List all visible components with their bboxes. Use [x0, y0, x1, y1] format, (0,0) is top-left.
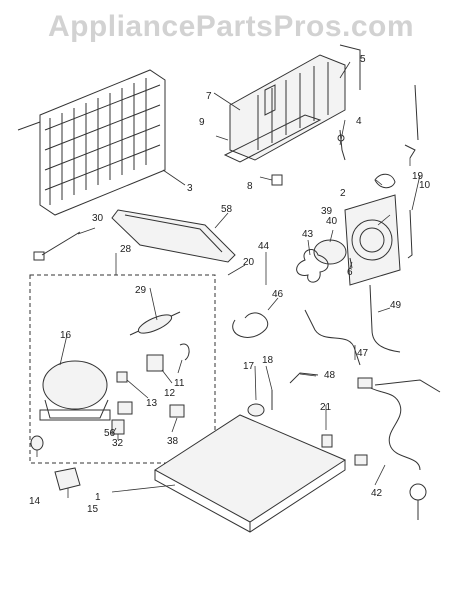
callout-15: 15: [87, 504, 99, 515]
callout-1: 1: [95, 492, 101, 503]
fan-motor: [296, 239, 353, 283]
filter-drier: [129, 311, 181, 336]
callout-2: 2: [340, 188, 346, 199]
callout-labels: 1 2 3 4 5 6 7 8 9 10 11 12 13 14 15 16 1…: [29, 54, 431, 515]
callout-19: 19: [412, 171, 424, 182]
relay-parts: [111, 343, 190, 435]
tubing: [232, 284, 401, 366]
callout-29: 29: [135, 285, 147, 296]
callout-43: 43: [302, 229, 314, 240]
callout-30: 30: [92, 213, 104, 224]
callout-20: 20: [243, 257, 255, 268]
hardware: [247, 372, 333, 448]
compressor-kit-box: [29, 274, 216, 464]
callout-11: 11: [174, 378, 185, 389]
watermark-text: AppliancePartsPros.com: [47, 10, 415, 43]
callout-48: 48: [324, 370, 336, 381]
compressor: [39, 360, 111, 421]
callout-42: 42: [371, 488, 383, 499]
callout-39: 39: [321, 206, 333, 217]
callout-14: 14: [29, 496, 41, 507]
callout-13: 13: [146, 398, 158, 409]
callout-7: 7: [206, 91, 212, 102]
small-clips: [271, 144, 416, 189]
callout-38: 38: [167, 436, 179, 447]
condenser-coil: [17, 69, 166, 216]
sensor-wires: [337, 84, 419, 161]
drain-pan: [111, 209, 236, 263]
callout-16: 16: [60, 330, 72, 341]
callout-4: 4: [356, 116, 362, 127]
base-pan: [154, 414, 347, 533]
callout-8: 8: [247, 181, 253, 192]
callout-47: 47: [357, 348, 369, 359]
callout-10: 10: [419, 180, 431, 191]
start-device: [30, 435, 81, 491]
callout-40: 40: [326, 216, 338, 227]
callout-49: 49: [390, 300, 402, 311]
fan-shroud: [344, 194, 413, 286]
callout-6: 6: [347, 267, 353, 278]
callout-44: 44: [258, 241, 270, 252]
wire-harness: [354, 377, 441, 520]
callout-58: 58: [221, 204, 233, 215]
callout-21: 21: [320, 402, 332, 413]
callout-56: 56: [104, 428, 116, 439]
leader-lines: [36, 61, 421, 498]
evaporator-assembly: [223, 44, 361, 163]
callout-9: 9: [199, 117, 205, 128]
bolt: [33, 231, 81, 261]
callout-3: 3: [187, 183, 193, 194]
callout-5: 5: [360, 54, 366, 65]
callout-12: 12: [164, 388, 176, 399]
callout-46: 46: [272, 289, 284, 300]
callout-28: 28: [120, 244, 132, 255]
callout-32: 32: [112, 438, 124, 449]
callout-18: 18: [262, 355, 274, 366]
callout-17: 17: [243, 361, 255, 372]
